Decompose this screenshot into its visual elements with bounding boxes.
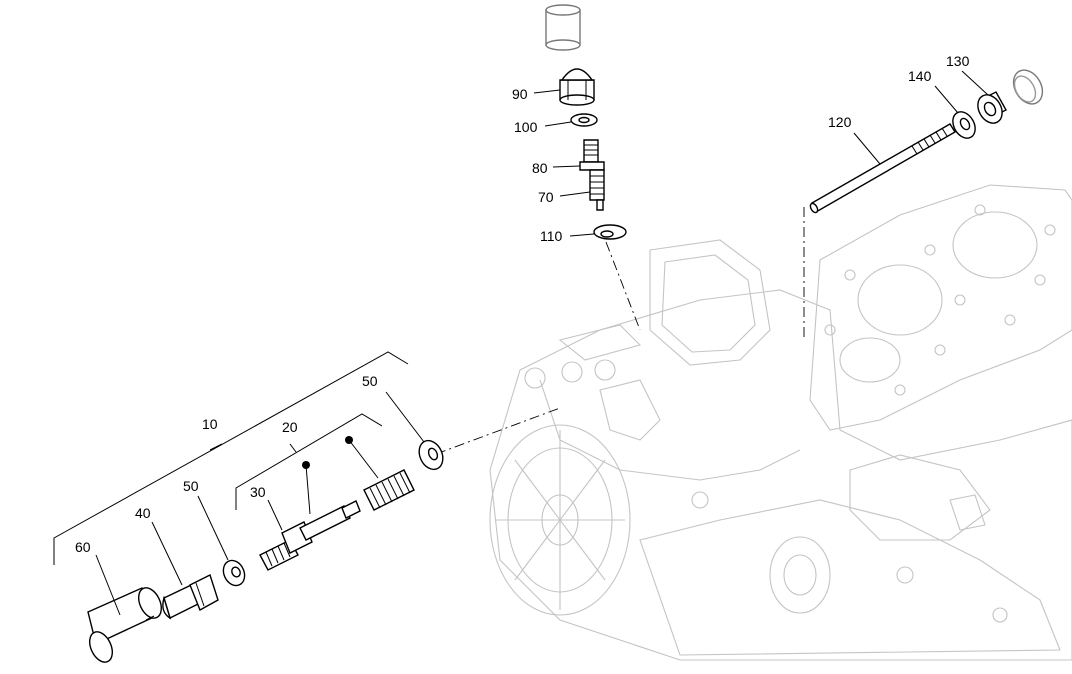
part-cap-right bbox=[1012, 69, 1044, 105]
part-30-valve-body bbox=[259, 499, 361, 571]
part-50-washer-left bbox=[197, 495, 246, 587]
callout-130: 130 bbox=[946, 53, 970, 69]
engine-block-outline bbox=[489, 184, 1072, 661]
part-110-washer bbox=[569, 224, 627, 240]
callout-30: 30 bbox=[250, 484, 266, 500]
part-130-nut bbox=[961, 70, 1007, 124]
assembly-bracket-20 bbox=[235, 413, 383, 510]
callout-110: 110 bbox=[540, 228, 563, 244]
part-60-sleeve bbox=[87, 554, 163, 663]
assembly-centerlines bbox=[435, 207, 805, 455]
part-cap-sleeve-top bbox=[545, 4, 581, 51]
part-90-cap-nut bbox=[533, 68, 595, 106]
part-50-washer-right bbox=[385, 391, 444, 471]
callout-50-left: 50 bbox=[183, 478, 199, 494]
part-20-spring bbox=[363, 469, 415, 511]
callout-100: 100 bbox=[514, 119, 538, 135]
part-120-rod bbox=[809, 123, 956, 214]
part-70-plunger bbox=[559, 169, 605, 211]
callout-140: 140 bbox=[908, 68, 932, 84]
callout-80: 80 bbox=[532, 160, 548, 176]
callout-90: 90 bbox=[512, 86, 528, 102]
callout-60: 60 bbox=[75, 539, 91, 555]
part-140-washer bbox=[934, 85, 976, 139]
part-40-cap-nut bbox=[151, 521, 219, 620]
callout-120: 120 bbox=[828, 114, 852, 130]
part-100-washer bbox=[544, 113, 598, 127]
callout-10: 10 bbox=[202, 416, 218, 432]
callout-20: 20 bbox=[282, 419, 298, 435]
callout-70: 70 bbox=[538, 189, 554, 205]
part-80-fitting bbox=[552, 139, 605, 171]
callout-50-right: 50 bbox=[362, 373, 378, 389]
assembly-bracket-10 bbox=[53, 351, 409, 565]
callout-labels: 10 20 30 40 50 50 60 70 80 90 100 110 12… bbox=[75, 53, 970, 555]
callout-40: 40 bbox=[135, 505, 151, 521]
marker-dots bbox=[302, 436, 379, 515]
